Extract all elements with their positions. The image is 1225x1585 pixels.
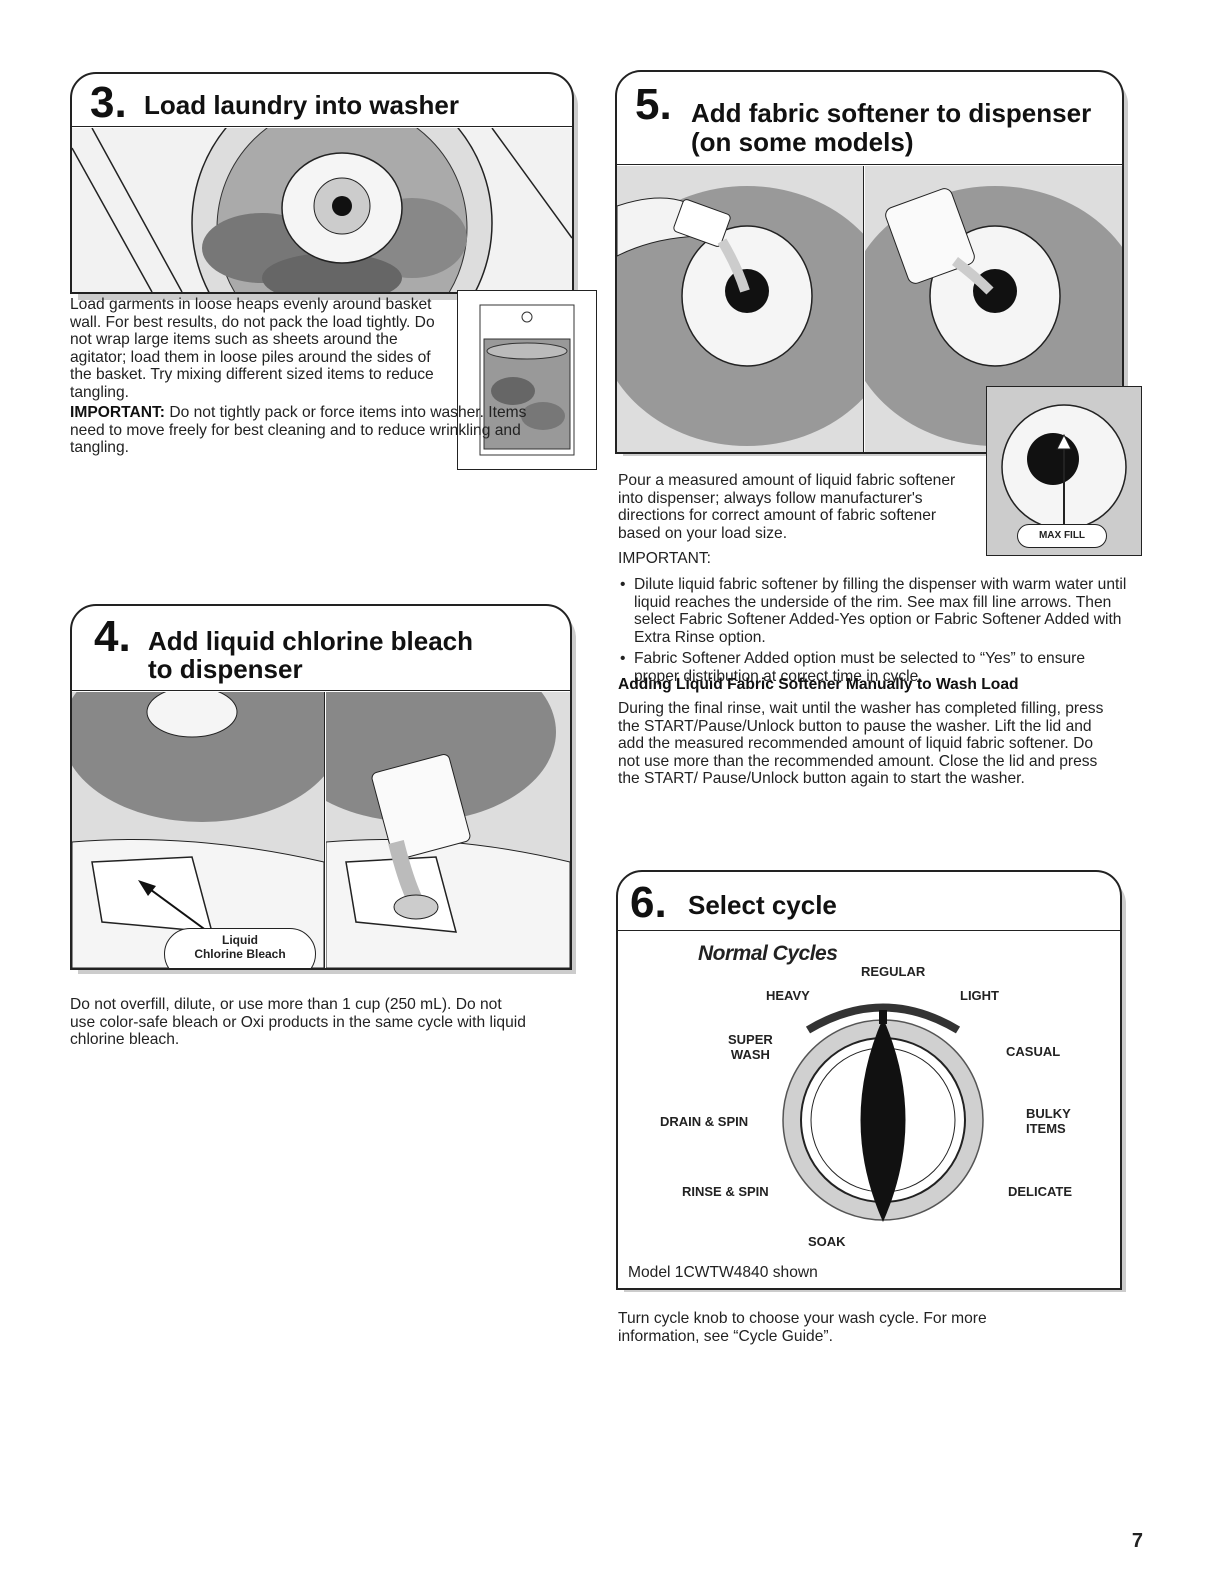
cycle-dial[interactable]: [768, 990, 998, 1230]
dial-label-rinse-spin: RINSE & SPIN: [682, 1184, 769, 1199]
step5-panel: 5. Add fabric softener to dispenser (on …: [615, 70, 1124, 454]
dial-label-heavy: HEAVY: [766, 988, 810, 1003]
step3-important-text: Do not tightly pack or force items into …: [70, 404, 527, 457]
step6-paragraph: Turn cycle knob to choose your wash cycl…: [618, 1310, 987, 1345]
dial-label-drain-spin: DRAIN & SPIN: [660, 1114, 749, 1129]
dial-label-casual: CASUAL: [1006, 1044, 1061, 1059]
callout-line1: Liquid: [222, 933, 258, 947]
page-number: 7: [1131, 1530, 1143, 1552]
model-caption: Model 1CWTW4840 shown: [628, 1264, 818, 1281]
chlorine-bleach-callout: Liquid Chlorine Bleach: [164, 928, 316, 968]
step3-number: 3.: [90, 78, 127, 127]
step4-illustration-right: [276, 642, 570, 968]
step6-panel: 6. Select cycle Normal Cycles REGULAR HE…: [616, 870, 1122, 1290]
step5-paragraph: Pour a measured amount of liquid fabric …: [618, 472, 956, 542]
step5-bullet: Dilute liquid fabric softener by filling…: [618, 576, 1128, 646]
step5-subparagraph: During the final rinse, wait until the w…: [618, 700, 1104, 788]
step5-bullet: Fabric Softener Added option must be sel…: [618, 650, 1128, 685]
step5-bullets: Dilute liquid fabric softener by filling…: [618, 576, 1128, 690]
step3-illustration: [72, 74, 572, 292]
step4-title-line1: Add liquid chlorine bleach: [148, 626, 474, 656]
max-fill-label: MAX FILL: [1017, 524, 1107, 548]
step4-panel: 4. Add liquid chlorine bleach to dispens…: [70, 604, 572, 970]
dial-label-delicate: DELICATE: [1008, 1184, 1073, 1199]
step4-title-line2: to dispenser: [148, 654, 303, 684]
dial-label-light: LIGHT: [960, 988, 999, 1003]
step5-title-line2: (on some models): [691, 127, 914, 157]
step5-illustration-left: [617, 166, 897, 452]
step5-illustration-right: [845, 166, 1122, 452]
dial-label-soak: SOAK: [808, 1234, 846, 1249]
step3-important: IMPORTANT: Do not tightly pack or force …: [70, 404, 540, 457]
step3-important-label: IMPORTANT:: [70, 404, 165, 421]
step6-title: Select cycle: [688, 890, 837, 920]
step3-paragraph: Load garments in loose heaps evenly arou…: [70, 296, 435, 401]
step5-title-line1: Add fabric softener to dispenser: [691, 98, 1092, 128]
step5-subhead: Adding Liquid Fabric Softener Manually t…: [618, 676, 1019, 693]
step4-number: 4.: [94, 612, 131, 661]
step4-illustration-left: [72, 642, 342, 968]
callout-line2: Chlorine Bleach: [194, 947, 286, 961]
step3-panel: 3. Load laundry into washer: [70, 72, 574, 294]
max-fill-inset: MAX FILL: [986, 386, 1142, 556]
washer-inset-image: [457, 290, 597, 470]
step4-paragraph: Do not overfill, dilute, or use more tha…: [70, 996, 526, 1049]
step3-title: Load laundry into washer: [144, 90, 459, 120]
normal-cycles-label: Normal Cycles: [698, 942, 838, 965]
step6-number: 6.: [630, 878, 667, 927]
step5-important-label: IMPORTANT:: [618, 550, 711, 567]
dial-label-regular: REGULAR: [861, 964, 926, 979]
step5-number: 5.: [635, 80, 672, 129]
